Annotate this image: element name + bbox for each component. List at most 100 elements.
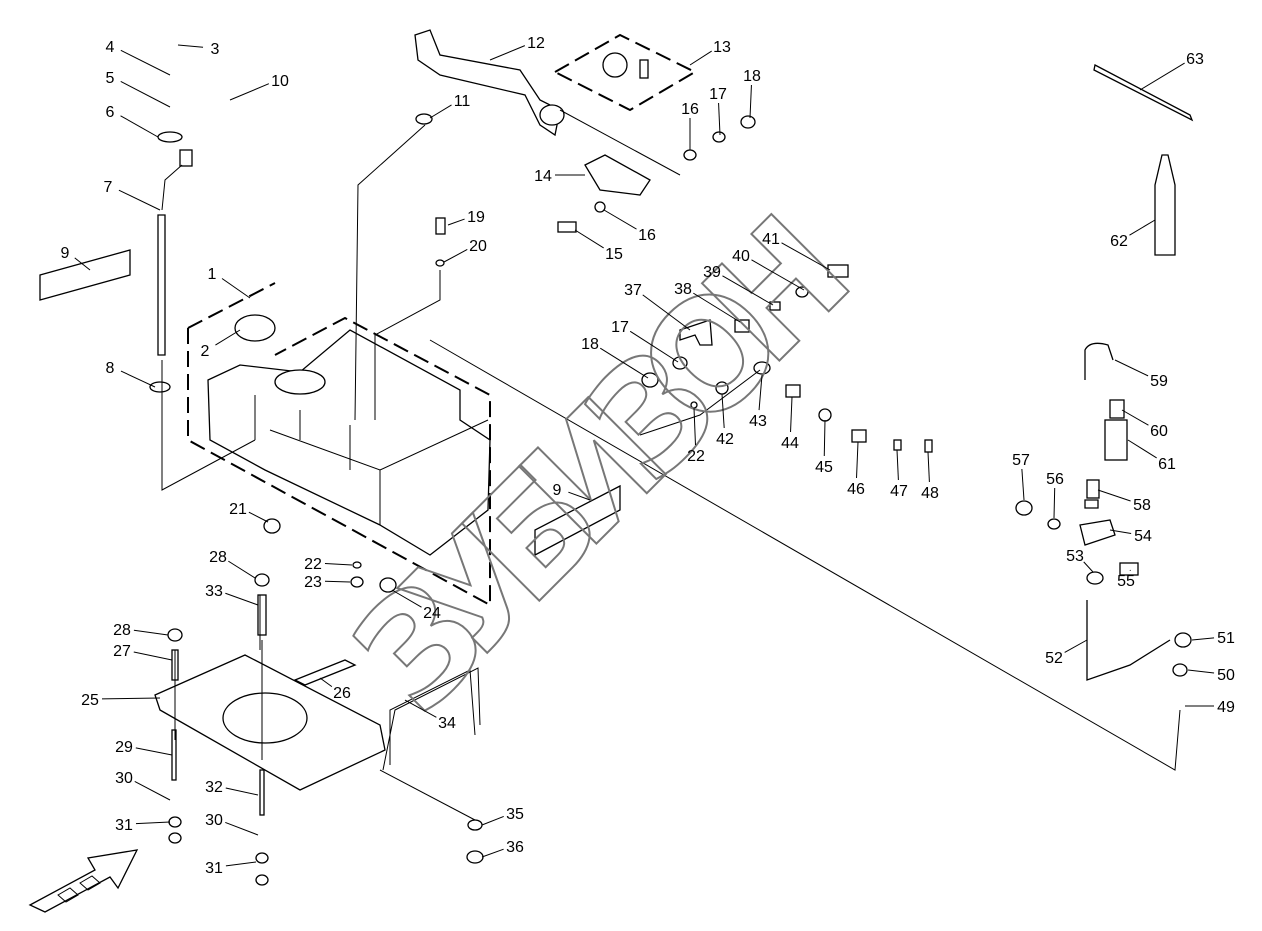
leader-line-46	[856, 441, 859, 479]
callout-30: 30	[205, 812, 223, 829]
leader-line-62	[1129, 219, 1156, 236]
callout-56: 56	[1046, 471, 1064, 488]
callout-10: 10	[271, 73, 289, 90]
leader-line-4	[120, 49, 171, 76]
callout-17: 17	[709, 86, 727, 103]
callout-3: 3	[211, 41, 220, 58]
front-direction-arrow	[28, 849, 139, 913]
leader-line-6	[120, 115, 159, 138]
callout-43: 43	[749, 413, 767, 430]
leader-line-31	[135, 821, 171, 825]
callout-1: 1	[208, 266, 217, 283]
leader-line-63	[1139, 62, 1185, 91]
leader-line-18	[600, 347, 649, 379]
leader-line-57	[1021, 468, 1025, 501]
callout-13: 13	[713, 39, 731, 56]
leader-line-23	[324, 580, 351, 583]
callout-20: 20	[469, 238, 487, 255]
callout-27: 27	[113, 643, 131, 660]
leader-line-61	[1127, 439, 1157, 459]
leader-line-38	[693, 292, 741, 323]
leader-line-25	[101, 697, 161, 700]
callout-leaders	[74, 44, 1215, 867]
callout-12: 12	[527, 35, 545, 52]
leader-line-56	[1053, 487, 1056, 519]
leader-line-26	[319, 677, 333, 688]
leader-line-53	[1083, 561, 1094, 573]
tank-cap	[234, 314, 276, 342]
callout-30: 30	[115, 770, 133, 787]
leader-line-27	[133, 651, 173, 661]
callout-11: 11	[454, 93, 471, 110]
leader-line-30	[134, 781, 171, 801]
leader-line-30	[225, 821, 259, 836]
callout-63: 63	[1186, 51, 1204, 68]
callout-18: 18	[581, 336, 599, 353]
callout-61: 61	[1158, 456, 1176, 473]
leader-line-43	[758, 374, 763, 411]
leader-line-47	[896, 449, 899, 481]
leader-line-12	[489, 45, 526, 61]
parts-drawing	[28, 29, 1194, 913]
callout-57: 57	[1012, 452, 1030, 469]
callout-29: 29	[115, 739, 133, 756]
leader-line-24	[391, 589, 422, 608]
callout-28: 28	[209, 549, 227, 566]
callout-50: 50	[1217, 667, 1235, 684]
leader-line-52	[1064, 639, 1088, 653]
callout-39: 39	[703, 264, 721, 281]
callout-40: 40	[732, 248, 750, 265]
callout-36: 36	[506, 839, 524, 856]
leader-line-58	[1097, 489, 1131, 502]
leader-line-40	[751, 259, 805, 291]
callout-51: 51	[1217, 630, 1235, 647]
callout-55: 55	[1117, 573, 1135, 590]
leader-line-21	[248, 511, 269, 523]
callout-38: 38	[674, 281, 692, 298]
callout-24: 24	[423, 605, 441, 622]
leader-line-33	[225, 592, 259, 606]
callout-21: 21	[229, 501, 247, 518]
leader-line-28	[228, 560, 256, 579]
leader-line-37	[642, 294, 691, 331]
callout-14: 14	[534, 168, 552, 185]
callout-4: 4	[106, 39, 115, 56]
leader-line-17	[629, 330, 679, 363]
callout-46: 46	[847, 481, 865, 498]
leader-line-9	[568, 491, 591, 501]
leader-line-36	[481, 848, 504, 858]
leader-line-7	[118, 189, 161, 211]
callout-31: 31	[115, 817, 133, 834]
leader-line-10	[229, 83, 270, 101]
leader-line-59	[1114, 359, 1149, 377]
leader-line-35	[481, 815, 504, 826]
callout-26: 26	[333, 685, 351, 702]
leader-line-48	[927, 451, 930, 483]
leader-line-50	[1187, 669, 1215, 674]
leader-line-20	[443, 249, 468, 263]
callout-31: 31	[205, 860, 223, 877]
leader-line-39	[722, 275, 774, 306]
callout-18: 18	[743, 68, 761, 85]
leader-line-16	[603, 209, 637, 230]
callout-53: 53	[1066, 548, 1084, 565]
callout-15: 15	[605, 246, 623, 263]
callout-60: 60	[1150, 423, 1168, 440]
callout-25: 25	[81, 692, 99, 709]
callout-28: 28	[113, 622, 131, 639]
callout-33: 33	[205, 583, 223, 600]
leader-line-9	[74, 257, 91, 271]
callout-16: 16	[638, 227, 656, 244]
leader-line-29	[135, 747, 173, 756]
callout-47: 47	[890, 483, 908, 500]
leader-line-5	[120, 81, 171, 108]
leader-line-18	[749, 84, 752, 119]
callout-52: 52	[1045, 650, 1063, 667]
callout-22: 22	[687, 448, 705, 465]
callout-5: 5	[106, 70, 115, 87]
callout-59: 59	[1150, 373, 1168, 390]
callout-54: 54	[1134, 528, 1152, 545]
